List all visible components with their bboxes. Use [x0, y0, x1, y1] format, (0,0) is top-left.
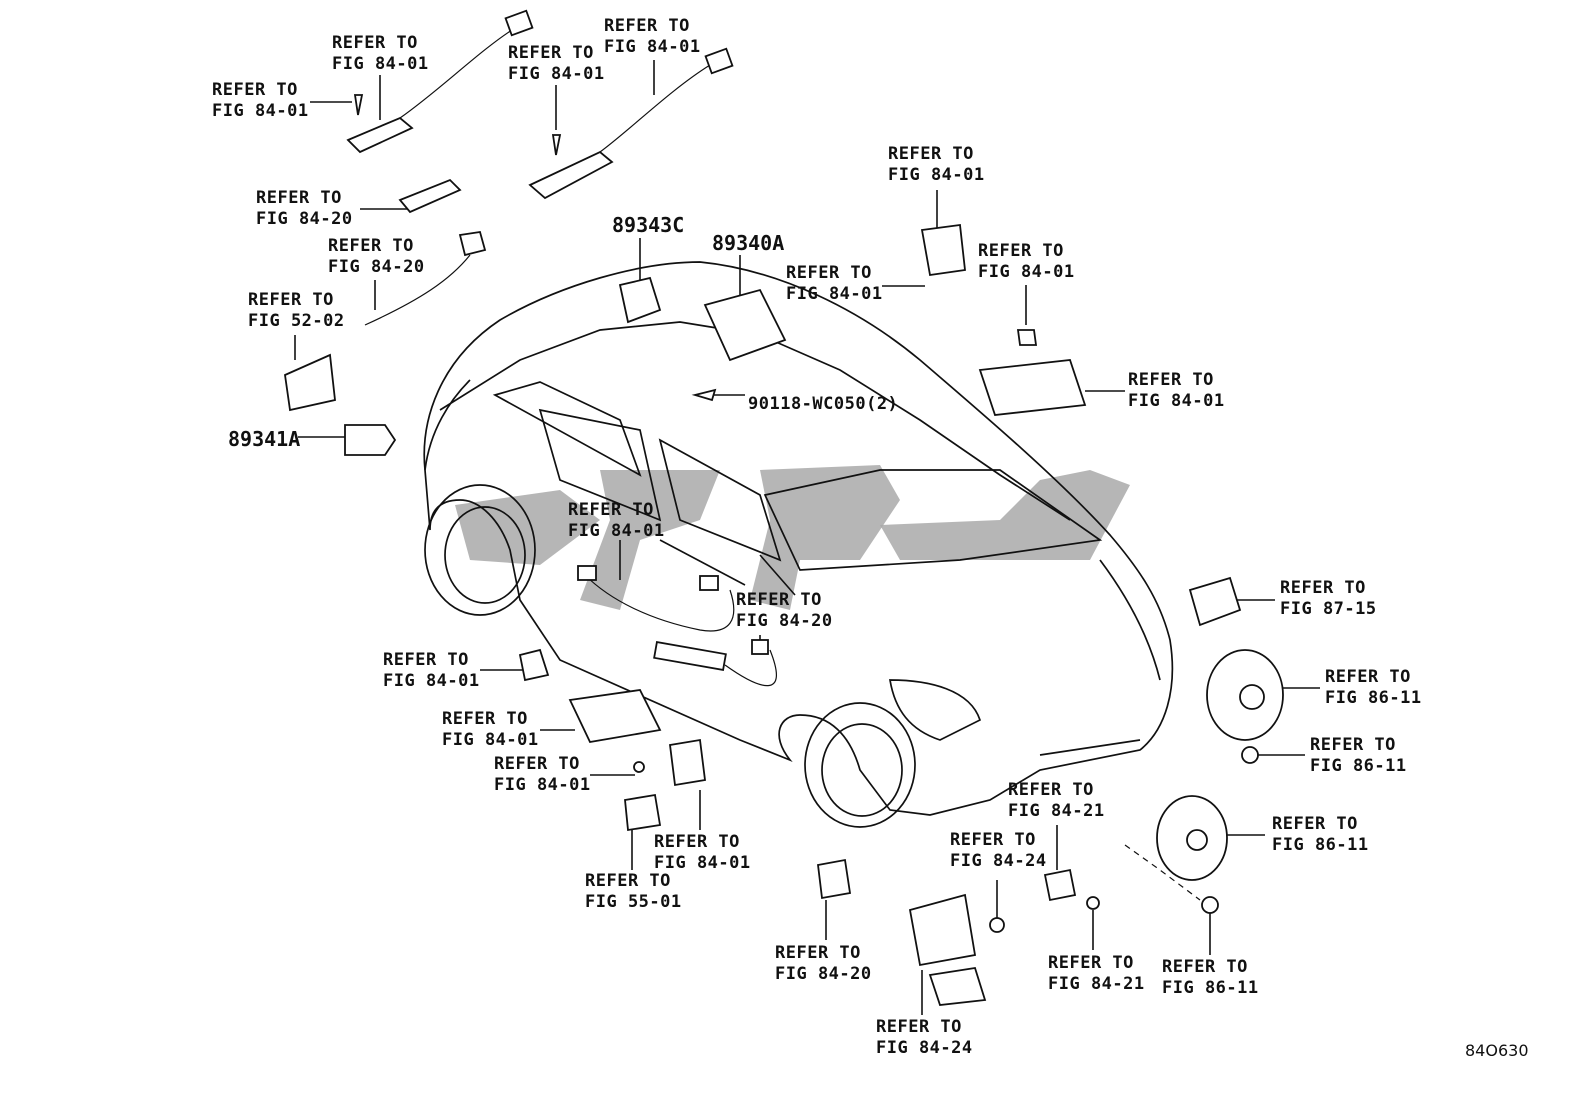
- callout-refer-text: REFER TO: [604, 16, 690, 36]
- callout-refer-text: REFER TO: [978, 241, 1064, 261]
- callout-fig-text: FIG 84-01: [888, 165, 985, 185]
- callout-refer-text: REFER TO: [786, 263, 872, 283]
- callout-refer-text: REFER TO: [442, 709, 528, 729]
- callout-fig-text: FIG 52-02: [248, 311, 345, 331]
- callout-refer-text: REFER TO: [1008, 780, 1094, 800]
- callout-fig-text: FIG 84-21: [1048, 974, 1145, 994]
- callout-refer-text: REFER TO: [876, 1017, 962, 1037]
- figure-code: 84O630: [1465, 1041, 1529, 1060]
- callout-refer-text: REFER TO: [585, 871, 671, 891]
- callout-refer-text: REFER TO: [494, 754, 580, 774]
- part-number-89340A: 89340A: [712, 231, 784, 255]
- callout-fig-text: FIG 84-01: [332, 54, 429, 74]
- callout-refer-text: REFER TO: [888, 144, 974, 164]
- callout-fig-text: FIG 84-24: [950, 851, 1047, 871]
- callout-refer-text: REFER TO: [248, 290, 334, 310]
- callout-fig-text: FIG 87-15: [1280, 599, 1377, 619]
- callout-refer-text: REFER TO: [1325, 667, 1411, 687]
- callout-fig-text: FIG 84-01: [978, 262, 1075, 282]
- callout-fig-text: FIG 55-01: [585, 892, 682, 912]
- leader-lines: [294, 60, 1320, 1015]
- callout-refer-text: REFER TO: [568, 500, 654, 520]
- callout-fig-text: FIG 84-01: [508, 64, 605, 84]
- callout-refer-text: REFER TO: [654, 832, 740, 852]
- callout-refer-text: REFER TO: [1280, 578, 1366, 598]
- callout-refer-text: REFER TO: [1272, 814, 1358, 834]
- component-sketches: [284, 9, 1284, 1006]
- callout-refer-text: REFER TO: [328, 236, 414, 256]
- callout-refer-text: REFER TO: [1310, 735, 1396, 755]
- callout-fig-text: FIG 86-11: [1272, 835, 1369, 855]
- callout-fig-text: FIG 84-20: [328, 257, 425, 277]
- vehicle-outline: [423, 261, 1174, 828]
- callout-fig-text: FIG 84-01: [494, 775, 591, 795]
- part-number-89343C: 89343C: [612, 213, 684, 237]
- callout-refer-text: REFER TO: [332, 33, 418, 53]
- callout-refer-text: REFER TO: [1162, 957, 1248, 977]
- callout-refer-text: REFER TO: [775, 943, 861, 963]
- callout-fig-text: FIG 84-20: [736, 611, 833, 631]
- callout-refer-text: REFER TO: [1048, 953, 1134, 973]
- callout-fig-text: FIG 84-21: [1008, 801, 1105, 821]
- callout-refer-text: REFER TO: [736, 590, 822, 610]
- callout-refer-text: REFER TO: [256, 188, 342, 208]
- callout-fig-text: FIG 86-11: [1310, 756, 1407, 776]
- callout-fig-text: FIG 84-01: [442, 730, 539, 750]
- callout-fig-text: FIG 84-01: [786, 284, 883, 304]
- callout-refer-text: REFER TO: [212, 80, 298, 100]
- callout-fig-text: FIG 84-20: [256, 209, 353, 229]
- part-number-bolt: 90118-WC050(2): [748, 394, 898, 414]
- watermark-logo: [455, 465, 1130, 610]
- part-number-labels: 89343C 89340A 89341A 90118-WC050(2): [228, 213, 898, 451]
- callout-fig-text: FIG 84-01: [654, 853, 751, 873]
- part-number-89341A: 89341A: [228, 427, 300, 451]
- callout-fig-text: FIG 84-01: [383, 671, 480, 691]
- callout-fig-text: FIG 84-01: [212, 101, 309, 121]
- callout-refer-text: REFER TO: [950, 830, 1036, 850]
- callout-fig-text: FIG 84-20: [775, 964, 872, 984]
- callout-refer-text: REFER TO: [383, 650, 469, 670]
- callout-refer-text: REFER TO: [508, 43, 594, 63]
- callout-fig-text: FIG 84-24: [876, 1038, 973, 1058]
- callout-fig-text: FIG 86-11: [1325, 688, 1422, 708]
- callout-fig-text: FIG 84-01: [604, 37, 701, 57]
- callout-fig-text: FIG 84-01: [568, 521, 665, 541]
- callout-refer-text: REFER TO: [1128, 370, 1214, 390]
- callout-fig-text: FIG 84-01: [1128, 391, 1225, 411]
- callout-fig-text: FIG 86-11: [1162, 978, 1259, 998]
